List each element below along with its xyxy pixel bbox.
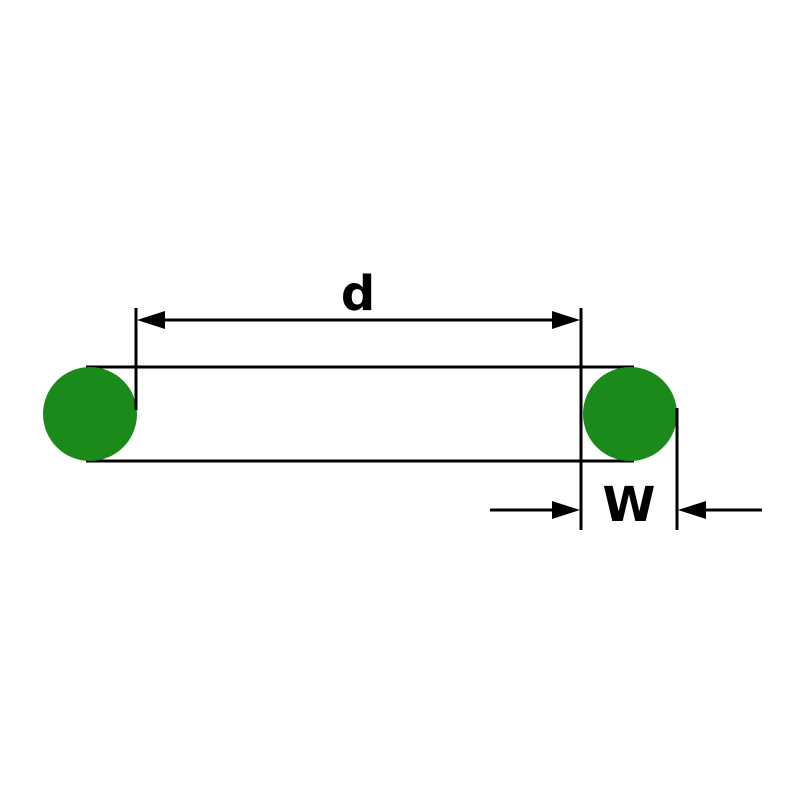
dimension-d-arrowhead-right-icon [552, 311, 580, 329]
oring-cross-section-left [43, 367, 137, 461]
dimension-d-label: d [341, 266, 375, 322]
dimension-d-arrowhead-left-icon [137, 311, 165, 329]
dimension-w-label: W [603, 477, 656, 533]
oring-cross-section-right [583, 367, 677, 461]
dimension-w-arrowhead-right-icon [678, 501, 706, 519]
dimension-w-arrowhead-left-icon [552, 501, 580, 519]
